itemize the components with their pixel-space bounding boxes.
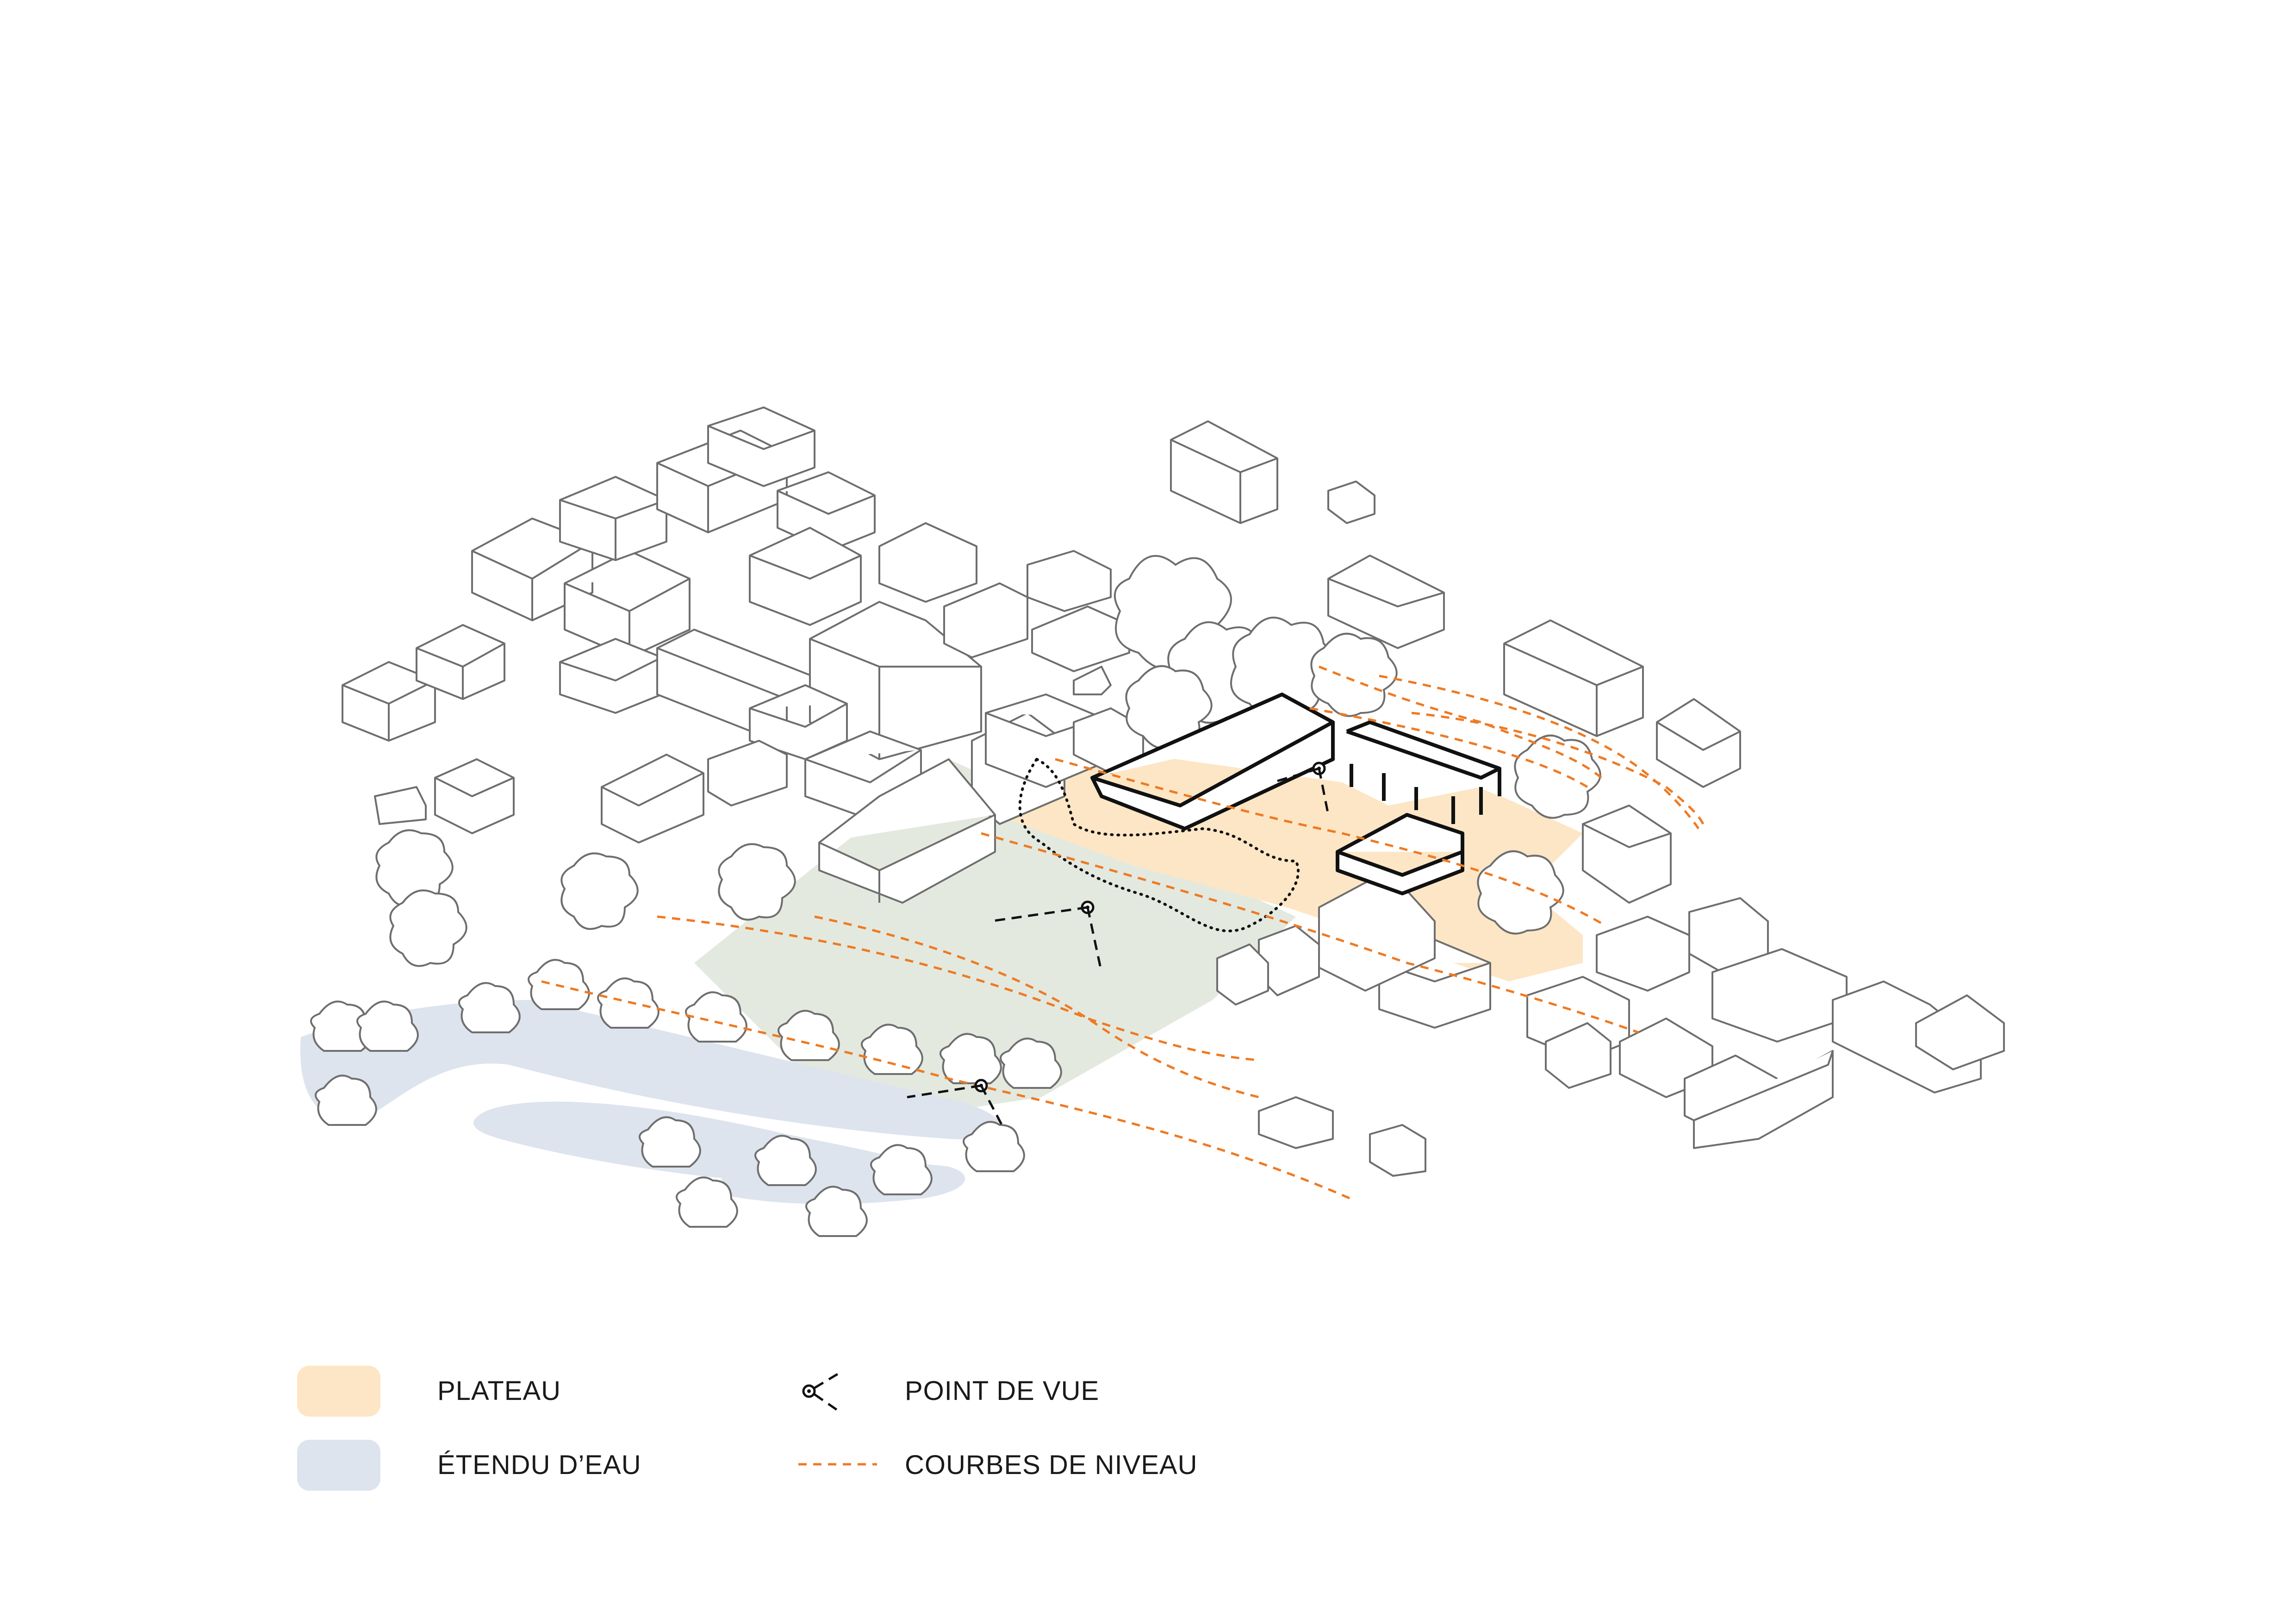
viewpoints xyxy=(907,762,1330,1131)
plateau-label: PLATEAU xyxy=(437,1376,561,1406)
viewpoint-icon xyxy=(990,900,1103,973)
contour-label: COURBES DE NIVEAU xyxy=(905,1450,1198,1480)
contour-lines xyxy=(541,665,1705,1200)
legend-graphics xyxy=(798,1371,877,1466)
water-label: ÉTENDU D’EAU xyxy=(437,1450,641,1480)
buildings xyxy=(342,406,2005,1177)
project-buildings xyxy=(1090,693,1501,895)
site-boundary-dotted xyxy=(1018,757,1300,932)
main-building-long xyxy=(1090,693,1335,831)
viewpoint-label: POINT DE VUE xyxy=(905,1376,1100,1406)
viewpoint-icon xyxy=(1272,762,1330,815)
main-building-shed xyxy=(1346,720,1501,796)
water-swatch xyxy=(297,1440,380,1491)
viewpoint-icon xyxy=(802,1371,841,1413)
viewpoint-icon xyxy=(907,1079,1006,1131)
plateau-swatch xyxy=(297,1366,380,1417)
water-body-1 xyxy=(300,1000,1003,1140)
trees xyxy=(310,555,1601,1237)
